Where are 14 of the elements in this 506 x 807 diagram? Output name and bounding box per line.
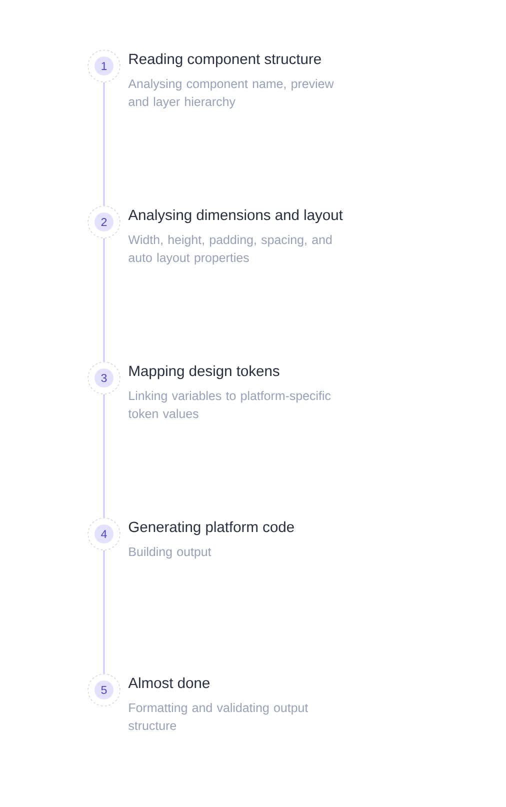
step-description: Width, height, padding, spacing, and auto layout properties: [128, 234, 332, 265]
connector-line: [103, 238, 105, 362]
step-title: Almost done: [128, 677, 210, 688]
step-description: Analysing component name, preview and layer hierarchy: [128, 78, 334, 109]
step-description: Building output: [129, 546, 212, 559]
step-title: Reading component structure: [129, 53, 321, 68]
connector-line: [103, 394, 105, 518]
step-title: Mapping design tokens: [129, 365, 280, 380]
step-title: Analysing dimensions and layout: [128, 209, 343, 224]
connector-line: [103, 550, 105, 674]
connector-line: [103, 82, 105, 206]
step-title: Generating platform code: [128, 521, 294, 536]
step-description: Linking variables to platform-specific token values: [128, 390, 331, 418]
step-description: Formatting and validating output structure: [128, 702, 308, 730]
